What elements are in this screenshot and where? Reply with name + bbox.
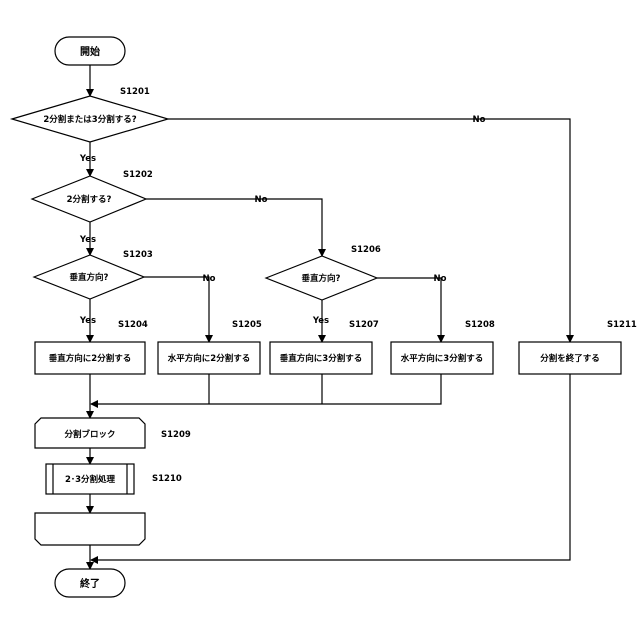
loop-start: 分割ブロック S1209 [35,418,191,448]
edge-p5-to-end [91,374,570,560]
edge-label-d3-no: No [203,274,216,284]
connectors [90,65,570,569]
step-s1206: S1206 [351,245,381,255]
edge-d4-no-to-p4 [377,278,441,342]
step-s1202: S1202 [123,170,153,180]
edge-d3-no-to-p2 [144,277,209,342]
step-s1204: S1204 [118,320,148,330]
edge-label-d2-yes: Yes [79,235,96,245]
decision-split-2-or-3-label: 2分割または3分割する? [43,114,136,125]
step-s1201: S1201 [120,87,150,97]
process-horizontal-split-3-label: 水平方向に3分割する [400,353,483,364]
process-vertical-split-2: 垂直方向に2分割する S1204 [35,320,148,374]
decision-split-2-label: 2分割する? [67,194,112,205]
edge-labels: No Yes No Yes No Yes No Yes [79,115,486,326]
step-s1207: S1207 [349,320,379,330]
process-vertical-split-3-label: 垂直方向に3分割する [280,353,362,364]
process-horizontal-split-2-label: 水平方向に2分割する [167,353,250,364]
edge-d2-no-to-d4 [146,199,322,256]
decision-vertical-3: 垂直方向? S1206 [266,245,381,300]
step-s1203: S1203 [123,250,153,260]
edge-label-d4-yes: Yes [312,316,329,326]
end-label: 終了 [80,577,100,590]
decision-vertical-3-label: 垂直方向? [302,273,341,284]
process-horizontal-split-3: 水平方向に3分割する S1208 [391,320,495,374]
end-terminal: 終了 [55,569,125,597]
step-s1209: S1209 [161,430,191,440]
decision-vertical-2: 垂直方向? S1203 [34,250,153,299]
subroutine-split-process: 2･3分割処理 S1210 [46,464,182,494]
start-label: 開始 [80,45,100,58]
loop-start-label: 分割ブロック [64,429,115,440]
process-end-split-label: 分割を終了する [540,353,600,364]
edge-label-d1-yes: Yes [79,154,96,164]
edge-p4-merge [91,374,441,404]
loop-end [35,513,145,545]
process-horizontal-split-2: 水平方向に2分割する S1205 [158,320,262,374]
subroutine-split-process-label: 2･3分割処理 [65,474,116,485]
decision-split-2: 2分割する? S1202 [32,170,153,222]
step-s1205: S1205 [232,320,262,330]
step-s1211: S1211 [607,320,637,330]
edge-label-d1-no: No [473,115,486,125]
edge-label-d2-no: No [255,195,268,205]
step-s1210: S1210 [152,474,182,484]
process-vertical-split-3: 垂直方向に3分割する S1207 [270,320,379,374]
process-vertical-split-2-label: 垂直方向に2分割する [49,353,131,364]
edge-label-d3-yes: Yes [79,316,96,326]
edge-label-d4-no: No [434,274,447,284]
decision-vertical-2-label: 垂直方向? [70,272,109,283]
start-terminal: 開始 [55,37,125,65]
step-s1208: S1208 [465,320,495,330]
process-end-split: 分割を終了する S1211 [519,320,637,374]
edge-d1-no-to-p5 [168,119,570,342]
